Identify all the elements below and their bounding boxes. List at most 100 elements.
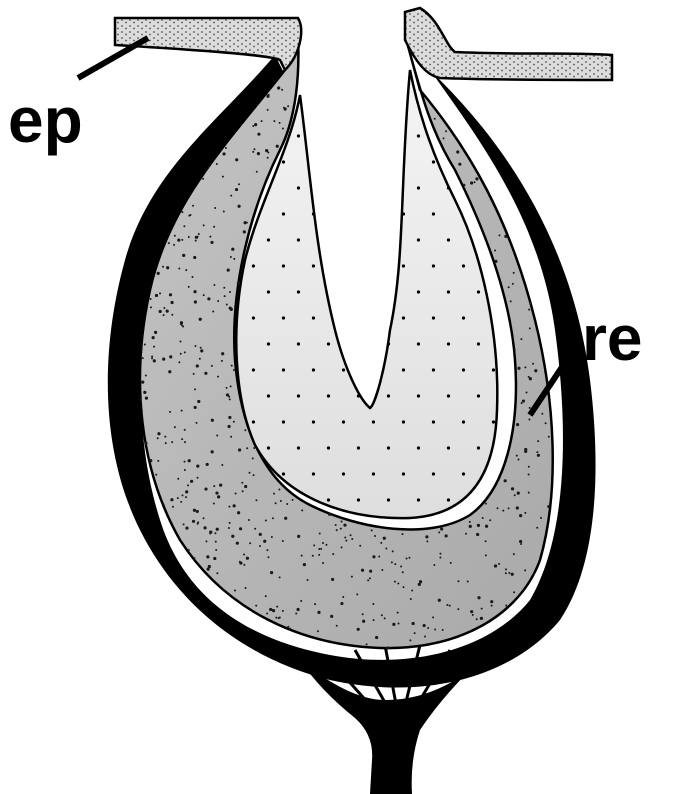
stipple-dot	[325, 544, 327, 546]
stipple-dot	[524, 569, 526, 571]
cavity-dot	[327, 394, 330, 397]
stipple-dot	[485, 540, 487, 542]
stipple-dot	[282, 540, 284, 542]
cavity-dot	[432, 160, 435, 163]
cavity-dot	[297, 186, 300, 189]
stipple-dot	[439, 557, 441, 559]
stipple-dot	[235, 158, 238, 161]
stipple-dot	[217, 495, 220, 498]
stipple-dot	[243, 564, 245, 566]
stipple-dot	[472, 614, 474, 616]
stipple-dot	[263, 540, 266, 543]
cavity-dot	[402, 316, 405, 319]
cavity-dot	[252, 264, 255, 267]
stipple-dot	[372, 603, 374, 605]
stipple-dot	[276, 145, 279, 148]
stipple-dot	[157, 460, 159, 462]
stipple-dot	[233, 258, 235, 260]
stipple-dot	[279, 616, 281, 618]
stipple-dot	[239, 561, 241, 563]
stipple-dot	[170, 301, 173, 304]
stipple-dot	[470, 181, 473, 184]
stipple-dot	[410, 598, 412, 600]
stipple-dot	[279, 576, 281, 578]
stipple-dot	[163, 314, 165, 316]
stipple-dot	[485, 554, 487, 556]
stipple-dot	[427, 627, 429, 629]
cavity-dot	[327, 498, 330, 501]
stipple-dot	[181, 239, 183, 241]
stipple-dot	[207, 297, 210, 300]
stipple-dot	[476, 533, 479, 536]
stipple-dot	[248, 519, 250, 521]
stipple-dot	[450, 562, 452, 564]
stipple-dot	[188, 215, 190, 217]
stipple-dot	[392, 550, 394, 552]
stipple-dot	[301, 509, 303, 511]
stipple-dot	[153, 359, 156, 362]
cavity-dot	[282, 160, 285, 163]
cavity-dot	[402, 264, 405, 267]
stipple-dot	[184, 469, 186, 471]
stipple-dot	[193, 557, 195, 559]
stipple-dot	[529, 377, 532, 380]
stipple-dot	[228, 527, 230, 529]
stipple-dot	[228, 506, 230, 508]
stipple-dot	[508, 286, 510, 288]
cavity-dot	[447, 446, 450, 449]
stipple-dot	[477, 524, 480, 527]
cavity-dot	[267, 446, 270, 449]
stipple-dot	[481, 608, 483, 610]
stipple-dot	[141, 348, 143, 350]
stipple-dot	[519, 540, 522, 543]
stipple-dot	[529, 407, 531, 409]
stipple-dot	[528, 466, 530, 468]
stipple-dot	[511, 487, 514, 490]
stipple-dot	[155, 294, 158, 297]
stipple-dot	[519, 514, 522, 517]
stipple-dot	[204, 372, 207, 375]
stipple-dot	[159, 310, 162, 313]
stipple-dot	[244, 429, 246, 431]
stipple-dot	[467, 580, 469, 582]
stipple-dot	[445, 130, 447, 132]
stipple-dot	[168, 242, 170, 244]
stipple-dot	[252, 151, 254, 153]
stipple-dot	[438, 531, 440, 533]
stipple-dot	[177, 478, 179, 480]
stipple-dot	[356, 593, 358, 595]
stipple-dot	[412, 622, 415, 625]
stipple-dot	[520, 338, 522, 340]
stipple-dot	[526, 392, 528, 394]
stipple-dot	[318, 548, 320, 550]
stipple-dot	[505, 568, 507, 570]
stipple-dot	[165, 442, 167, 444]
stipple-dot	[300, 600, 302, 602]
cavity-dot	[417, 186, 420, 189]
stipple-dot	[385, 547, 387, 549]
stipple-dot	[282, 128, 284, 130]
stipple-dot	[287, 626, 289, 628]
stipple-dot	[249, 542, 251, 544]
stipple-dot	[203, 517, 205, 519]
stipple-dot	[150, 306, 152, 308]
stipple-dot	[414, 632, 416, 634]
stipple-dot	[529, 327, 531, 329]
stipple-dot	[157, 432, 160, 435]
cavity-dot	[477, 342, 480, 345]
cavity-dot	[297, 134, 300, 137]
stipple-dot	[276, 606, 278, 608]
stipple-dot	[443, 137, 445, 139]
stipple-dot	[463, 184, 465, 186]
cavity-dot	[297, 446, 300, 449]
stipple-dot	[246, 222, 248, 224]
stipple-dot	[197, 477, 199, 479]
stipple-dot	[216, 434, 218, 436]
stipple-dot	[184, 351, 186, 353]
cavity-dot	[402, 212, 405, 215]
stipple-dot	[284, 517, 287, 520]
stipple-dot	[257, 152, 260, 155]
stipple-dot	[433, 564, 435, 566]
stipple-dot	[214, 532, 216, 534]
